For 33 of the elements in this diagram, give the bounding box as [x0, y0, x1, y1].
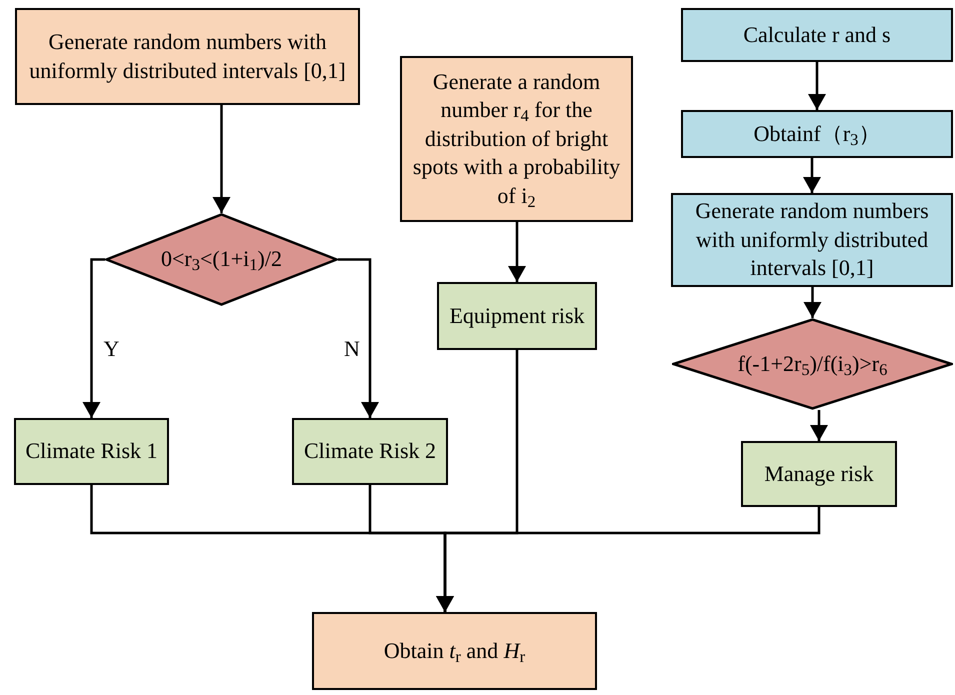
- arrow: [338, 258, 379, 418]
- step-text: Equipment risk: [449, 302, 585, 330]
- step-text: Generate a random number r$_{4}$ for the distribution of bright spots with a probability of i$_{2}$: [412, 68, 622, 210]
- process-box: [312, 612, 597, 690]
- arrow: [508, 222, 526, 282]
- arrow: [810, 410, 828, 441]
- step-text: Generate random numbers with uniformly distributed intervals [0,1]: [694, 197, 930, 282]
- process-box: [437, 282, 597, 350]
- process-box: [292, 418, 448, 485]
- step-text: Obtain t$_{r}$ and H$_{r}$: [384, 636, 526, 666]
- condition-text: f(-1+2r$_{5}$)/f(i$_{3}$)>r$_{6}$: [738, 350, 888, 378]
- process-box: [400, 56, 633, 222]
- process-box: [15, 8, 360, 105]
- arrow: [212, 105, 230, 213]
- step-text: Generate random numbers with uniformly distributed intervals [0,1]: [28, 28, 347, 85]
- arrow: [82, 258, 105, 418]
- arrow: [436, 507, 820, 612]
- process-box: [741, 441, 897, 507]
- decision-diamond: [105, 213, 338, 306]
- arrow: [804, 287, 822, 318]
- process-box: [14, 418, 169, 485]
- process-box: [681, 8, 953, 62]
- decision-diamond: [672, 318, 953, 410]
- process-box: [681, 110, 953, 158]
- process-box: [671, 193, 953, 287]
- step-text: Manage risk: [764, 460, 874, 488]
- step-text: Climate Risk 2: [304, 437, 436, 466]
- step-text: Obtainf（r$_{3}$）: [754, 120, 880, 148]
- arrow: [803, 158, 821, 193]
- step-text: Climate Risk 1: [26, 437, 158, 466]
- step-text: Calculate r and s: [743, 20, 891, 49]
- arrow: [808, 62, 826, 110]
- condition-text: 0<r$_{3}$<(1+i$_{1}$)/2: [161, 245, 282, 274]
